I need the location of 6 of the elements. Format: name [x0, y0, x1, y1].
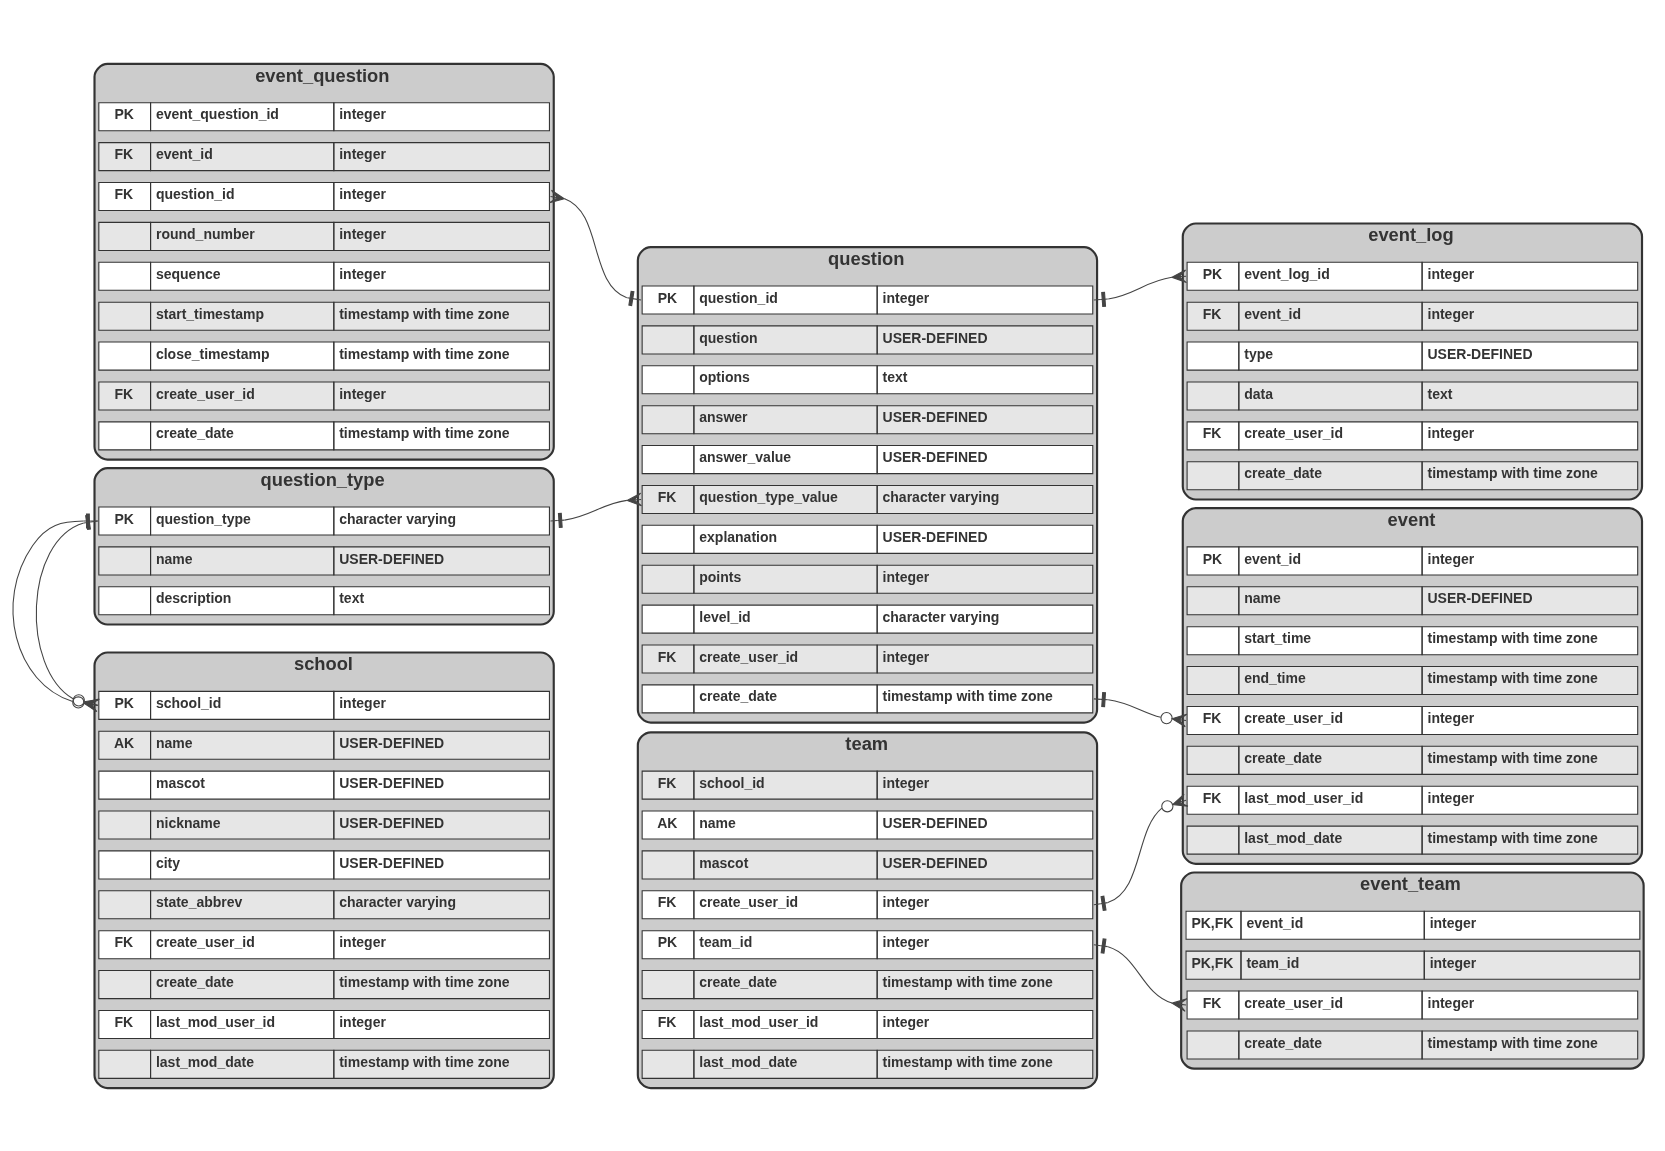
connector	[1093, 793, 1189, 911]
connector	[548, 189, 642, 306]
connector	[1093, 937, 1188, 1012]
connector	[549, 492, 643, 528]
connector	[1093, 691, 1188, 727]
connector	[1093, 268, 1187, 307]
